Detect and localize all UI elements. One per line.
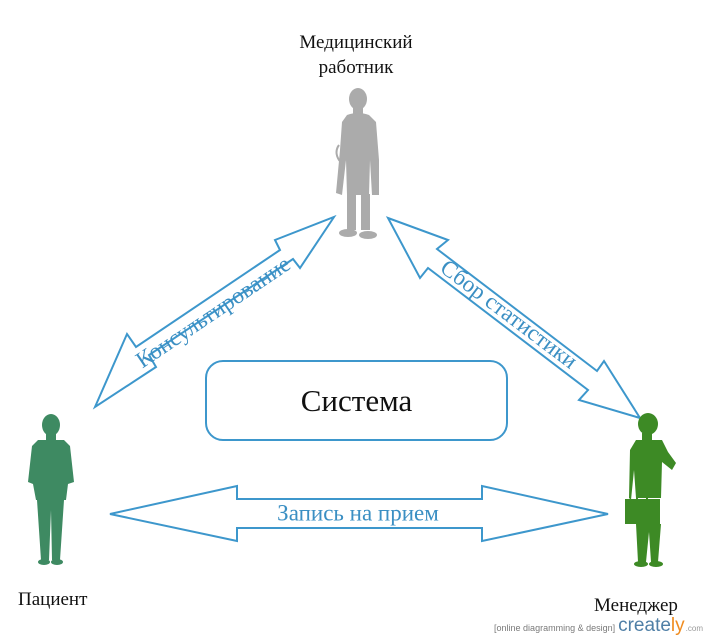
- businessman-icon: [625, 413, 676, 567]
- creately-logo: creately: [618, 615, 685, 637]
- patient-icon: [28, 414, 74, 565]
- doctor-label: Медицинский работник: [299, 32, 413, 78]
- manager-label: Менеджер: [594, 595, 678, 616]
- appointment-label: Запись на прием: [277, 501, 439, 526]
- watermark-tag: [online diagramming & design]: [494, 623, 616, 633]
- system-box: Система: [205, 360, 508, 441]
- statistics-label: Сбор статистики: [436, 254, 583, 373]
- appointment-arrow: Запись на прием: [109, 484, 609, 543]
- system-label: Система: [300, 382, 413, 418]
- creately-watermark: [online diagramming & design] creately .…: [494, 615, 703, 637]
- consultation-label: Консультирование: [131, 251, 295, 373]
- doctor-icon: [335, 88, 379, 239]
- patient-label: Пациент: [18, 589, 88, 610]
- brand-main: create: [618, 615, 671, 636]
- brand-suffix: .com: [685, 624, 703, 633]
- brand-accent: ly: [670, 615, 685, 636]
